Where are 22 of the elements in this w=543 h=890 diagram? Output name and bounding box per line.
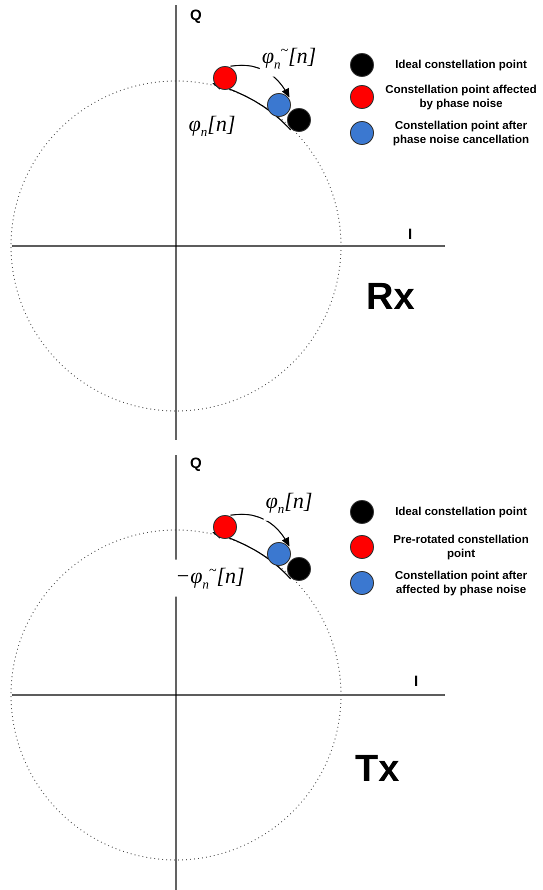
constellation-point [213, 515, 237, 539]
panel-label: Tx [355, 748, 400, 791]
legend-text: Ideal constellation point [394, 58, 528, 73]
axis-label: I [414, 673, 418, 690]
edge-label: −φ$_{n}$$^{~}$[n] [173, 560, 247, 596]
panel-label: Rx [366, 276, 415, 319]
constellation-point [287, 108, 311, 132]
constellation-point [213, 66, 237, 90]
constellation-point [267, 542, 291, 566]
constellation-point [287, 557, 311, 581]
arrow [212, 531, 292, 580]
arrow [212, 82, 292, 130]
legend-text: Ideal constellation point [394, 505, 528, 520]
axis-label: Q [190, 455, 202, 472]
constellation-point [267, 93, 291, 117]
axis-label: I [408, 226, 412, 243]
legend-text: Constellation point after affected by phase noise [394, 569, 528, 597]
legend-text: Pre-rotated constellation point [392, 533, 530, 561]
legend-text: Constellation point affected by phase noise [384, 83, 538, 111]
axis-label: Q [190, 7, 202, 24]
arrow [230, 514, 290, 547]
legend-text: Constellation point after phase noise cancellation [392, 119, 530, 147]
